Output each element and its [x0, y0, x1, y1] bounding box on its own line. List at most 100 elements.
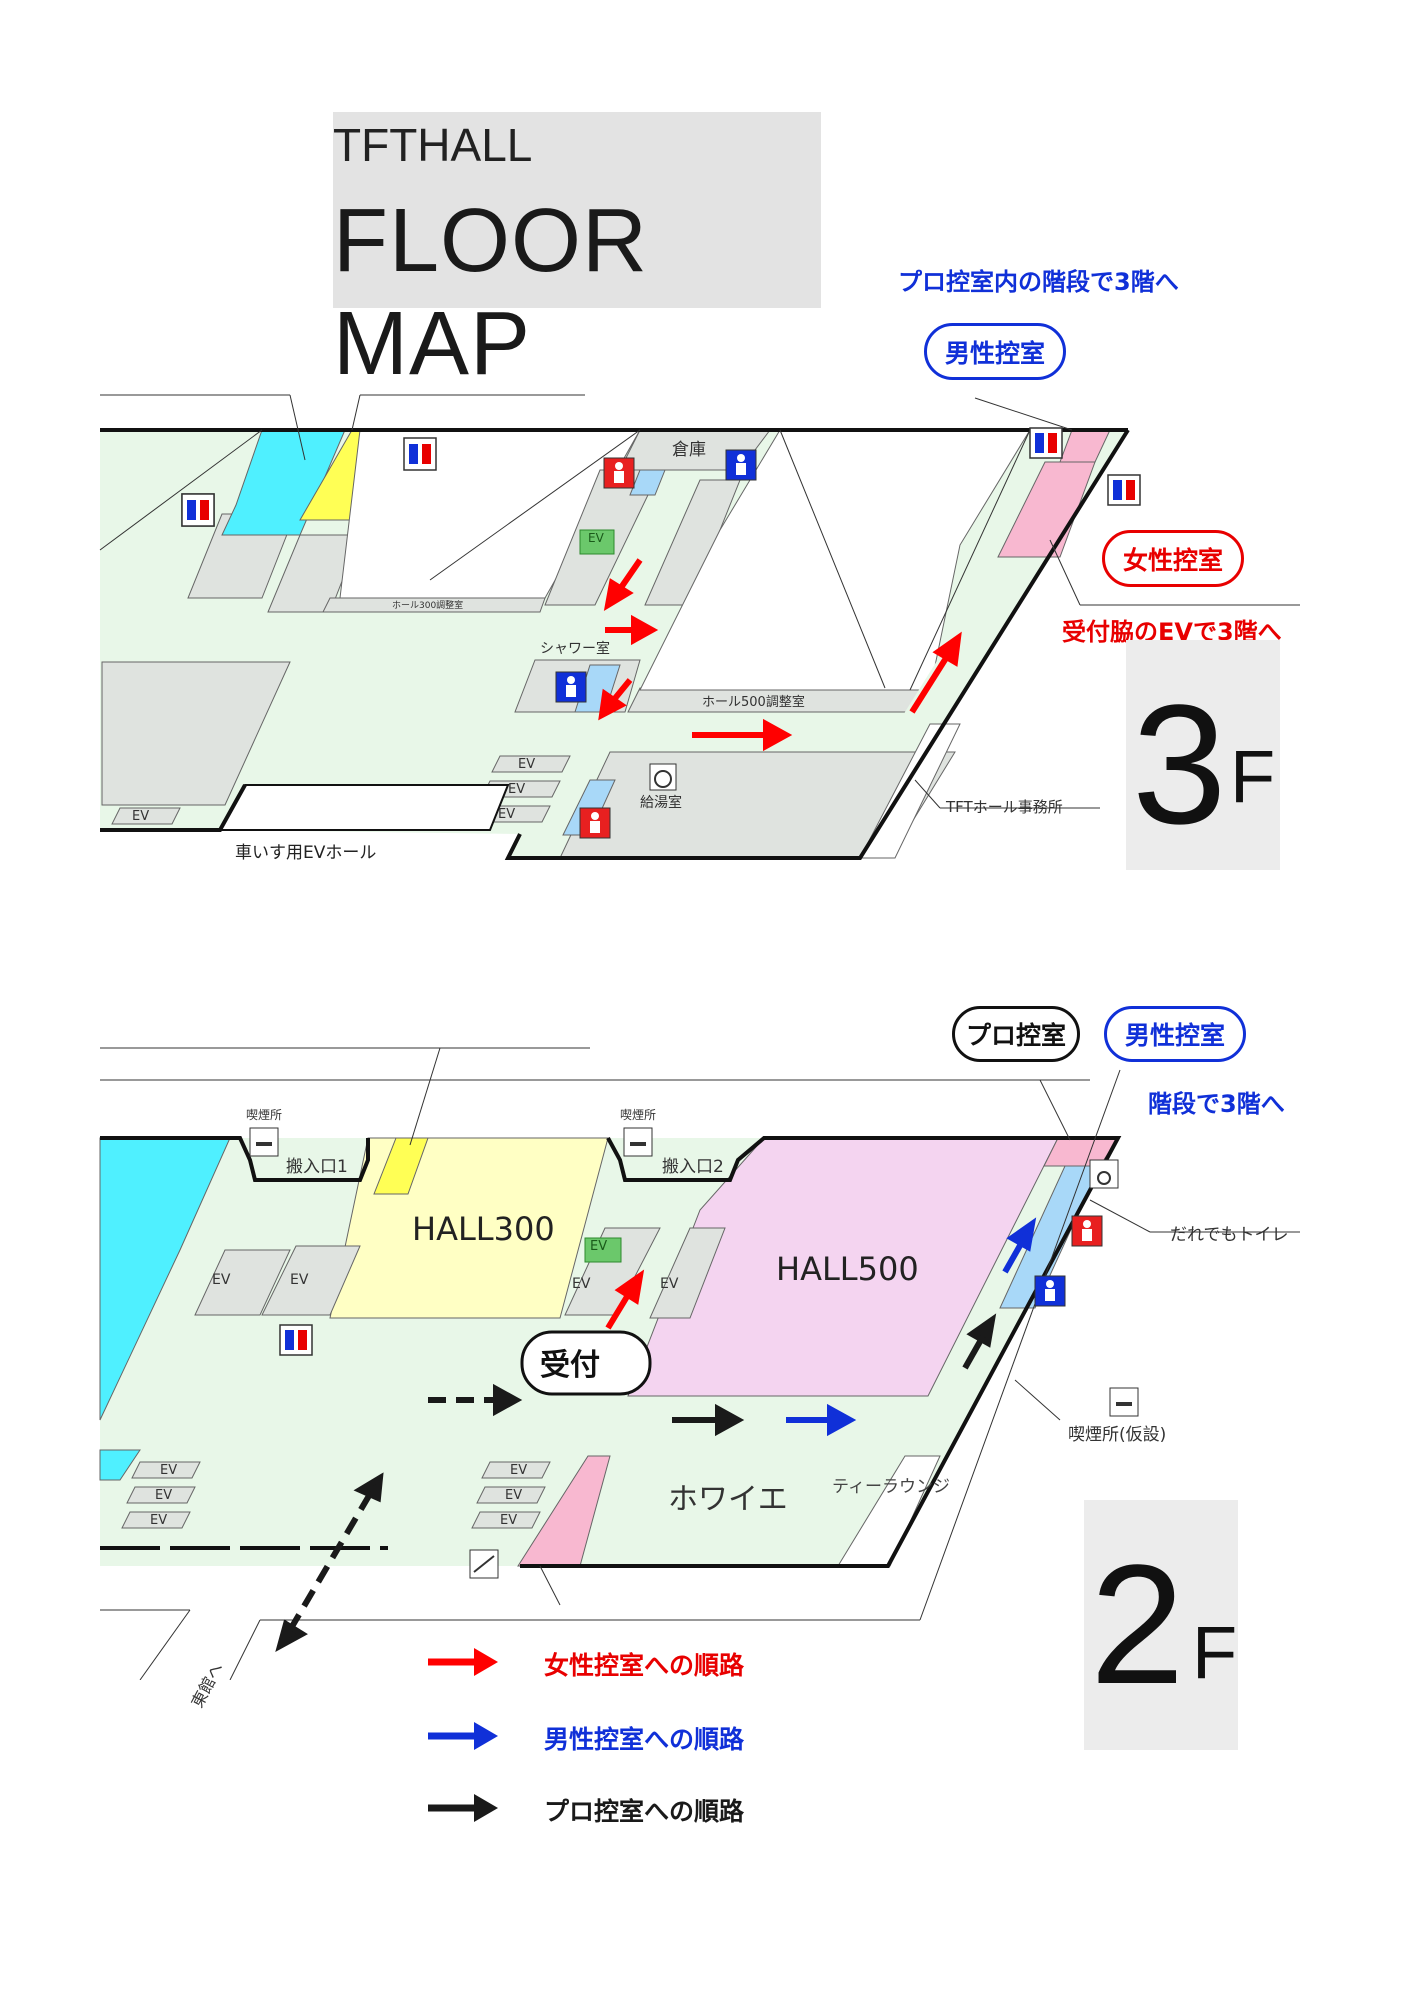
- 2f-label-anyone-toilet: だれでもトイレ: [1170, 1225, 1289, 1245]
- 3f-line-1: [99, 429, 263, 551]
- 2f-label-ev-r2: EV: [505, 1488, 523, 1503]
- 3f-room-left-large: [101, 661, 291, 806]
- 2f-label-ev-r1: EV: [510, 1463, 528, 1478]
- venue-name: TFTHALL: [333, 119, 533, 171]
- 2f-yellow-room: [373, 1137, 429, 1195]
- 2f-ev-box-left-3: [121, 1511, 191, 1529]
- 2f-ev-box-left-2: [126, 1486, 196, 1504]
- 3f-label-ev-4: EV: [132, 809, 150, 824]
- 3f-wall-right: [504, 428, 1130, 860]
- 2f-line-4: [1039, 1079, 1071, 1141]
- wheelchair-icon: [1089, 1159, 1119, 1189]
- pill-2f-male-room: 男性控室: [1104, 1006, 1246, 1062]
- floor-3f-marker: 3 F: [1126, 640, 1280, 870]
- 2f-label-ev-d: EV: [660, 1276, 679, 1292]
- 2f-label-ev-b: EV: [290, 1272, 309, 1288]
- 2f-label-loading2: 搬入口2: [662, 1157, 724, 1177]
- note-3f-pro-stairs: プロ控室内の階段で3階へ: [898, 268, 1179, 296]
- 2f-line-12: [1014, 1379, 1061, 1421]
- pill-3f-male-room: 男性控室: [924, 323, 1066, 380]
- 3f-label-ev-green: EV: [588, 531, 604, 545]
- legend-arrow-black: [428, 1794, 498, 1822]
- 3f-office: [859, 723, 961, 859]
- 2f-smoking-icon-1: [249, 1127, 279, 1157]
- 3f-line-13: [914, 779, 941, 809]
- 3f-toilet-icon-female-1: [603, 457, 635, 489]
- floor-2f-marker: 2 F: [1084, 1500, 1238, 1750]
- title-box: TFTHALL FLOOR MAP: [333, 112, 821, 394]
- 2f-label-ev-a: EV: [212, 1272, 231, 1288]
- 2f-label-smoking-temp: 喫煙所(仮設): [1068, 1425, 1167, 1445]
- floor-2f-map: [99, 1047, 1300, 1680]
- 3f-label-hall300-ctrl: ホール300調整室: [392, 601, 464, 611]
- 3f-wall-bottom-left: [100, 784, 247, 832]
- 3f-label-ev-1: EV: [518, 757, 536, 772]
- note-2f-stairs: 階段で3階へ: [1148, 1090, 1285, 1118]
- 2f-line-9: [229, 1619, 261, 1680]
- 2f-toilet-icon-male: [1034, 1275, 1066, 1307]
- 3f-label-ev-3: EV: [498, 807, 516, 822]
- 2f-ev-box-right-2: [476, 1486, 546, 1504]
- floor-2f-number: 2: [1090, 1530, 1185, 1720]
- 2f-smoking-icon-2: [623, 1127, 653, 1157]
- 2f-label-ev-green: EV: [590, 1239, 608, 1254]
- 3f-toilet-icon-mixed-left: [181, 493, 215, 527]
- reception-pill: [520, 1330, 652, 1396]
- 2f-line-8: [139, 1609, 191, 1680]
- 3f-line-6: [779, 429, 886, 689]
- escalator-icon: [469, 1549, 499, 1579]
- 3f-label-kitchen: 給湯室: [640, 795, 682, 811]
- legend-arrow-red: [428, 1648, 498, 1676]
- 2f-label-hall300: HALL300: [412, 1210, 555, 1248]
- legend-arrow-blue: [428, 1722, 498, 1750]
- 3f-toilet-icon-female-kitchen: [579, 807, 611, 839]
- 3f-toilet-icon-male-shower: [555, 671, 587, 703]
- 3f-line-7: [429, 429, 641, 581]
- 3f-ev-box-1: [491, 755, 571, 773]
- 2f-label-tea-lounge: ティーラウンジ: [832, 1477, 950, 1497]
- floor-3f-map: 🚹: [99, 394, 1300, 860]
- 3f-red-route: [598, 558, 962, 752]
- 2f-cyan-small: [99, 1449, 141, 1481]
- 3f-toilet-icon-mixed-top: [403, 437, 437, 471]
- 3f-line-5: [351, 394, 361, 431]
- legend-arrows: [428, 1648, 498, 1822]
- 2f-label-reception: 受付: [540, 1348, 600, 1383]
- 3f-label-shower: シャワー室: [540, 641, 610, 657]
- 2f-line-10: [1089, 1199, 1151, 1233]
- floor-2f-suffix: F: [1192, 1611, 1238, 1694]
- 2f-line-5: [919, 1069, 1121, 1621]
- pill-3f-female-room: 女性控室: [1102, 530, 1244, 587]
- 2f-label-ev-r3: EV: [500, 1513, 518, 1528]
- 2f-smoking-icon-3: [1109, 1387, 1139, 1417]
- 2f-ev-box-left-1: [131, 1461, 201, 1479]
- 2f-ev-box-right-1: [481, 1461, 551, 1479]
- 3f-ev-green: [579, 529, 615, 555]
- 3f-label-hall500-ctrl: ホール500調整室: [702, 695, 805, 710]
- 3f-line-10: [1049, 539, 1081, 606]
- 2f-label-ev-l3: EV: [150, 1513, 168, 1528]
- 3f-line-9: [974, 397, 1073, 431]
- 3f-label-ev-2: EV: [508, 782, 526, 797]
- 2f-room-ev-1: [194, 1249, 291, 1316]
- 3f-ev-box-4: [111, 807, 181, 825]
- 2f-label-smoking-1: 喫煙所: [246, 1108, 283, 1122]
- 2f-line-13: [539, 1565, 561, 1606]
- 2f-room-ev-4: [649, 1227, 726, 1319]
- 3f-label-wheelchair-ev: 車いす用EVホール: [235, 843, 377, 863]
- 3f-line-8: [909, 429, 1031, 691]
- 2f-label-ev-c: EV: [572, 1276, 591, 1292]
- 2f-line-3: [409, 1047, 441, 1146]
- 3f-toilet-icon-mixed-topright: [1029, 427, 1063, 459]
- floor-3f-number: 3: [1132, 670, 1227, 860]
- 2f-ev-box-right-3: [471, 1511, 541, 1529]
- floor-3f-suffix: F: [1230, 735, 1276, 818]
- 2f-black-route: [275, 1313, 997, 1653]
- legend-label-female: 女性控室への順路: [544, 1651, 745, 1680]
- kettle-icon: [649, 763, 677, 791]
- pill-2f-pro-room: プロ控室: [952, 1006, 1080, 1062]
- 2f-wall-top-left: [100, 1136, 370, 1182]
- 2f-label-foyer: ホワイエ: [668, 1482, 788, 1517]
- 2f-wall-top-right: [520, 1136, 1122, 1568]
- 2f-red-route: [605, 1269, 645, 1330]
